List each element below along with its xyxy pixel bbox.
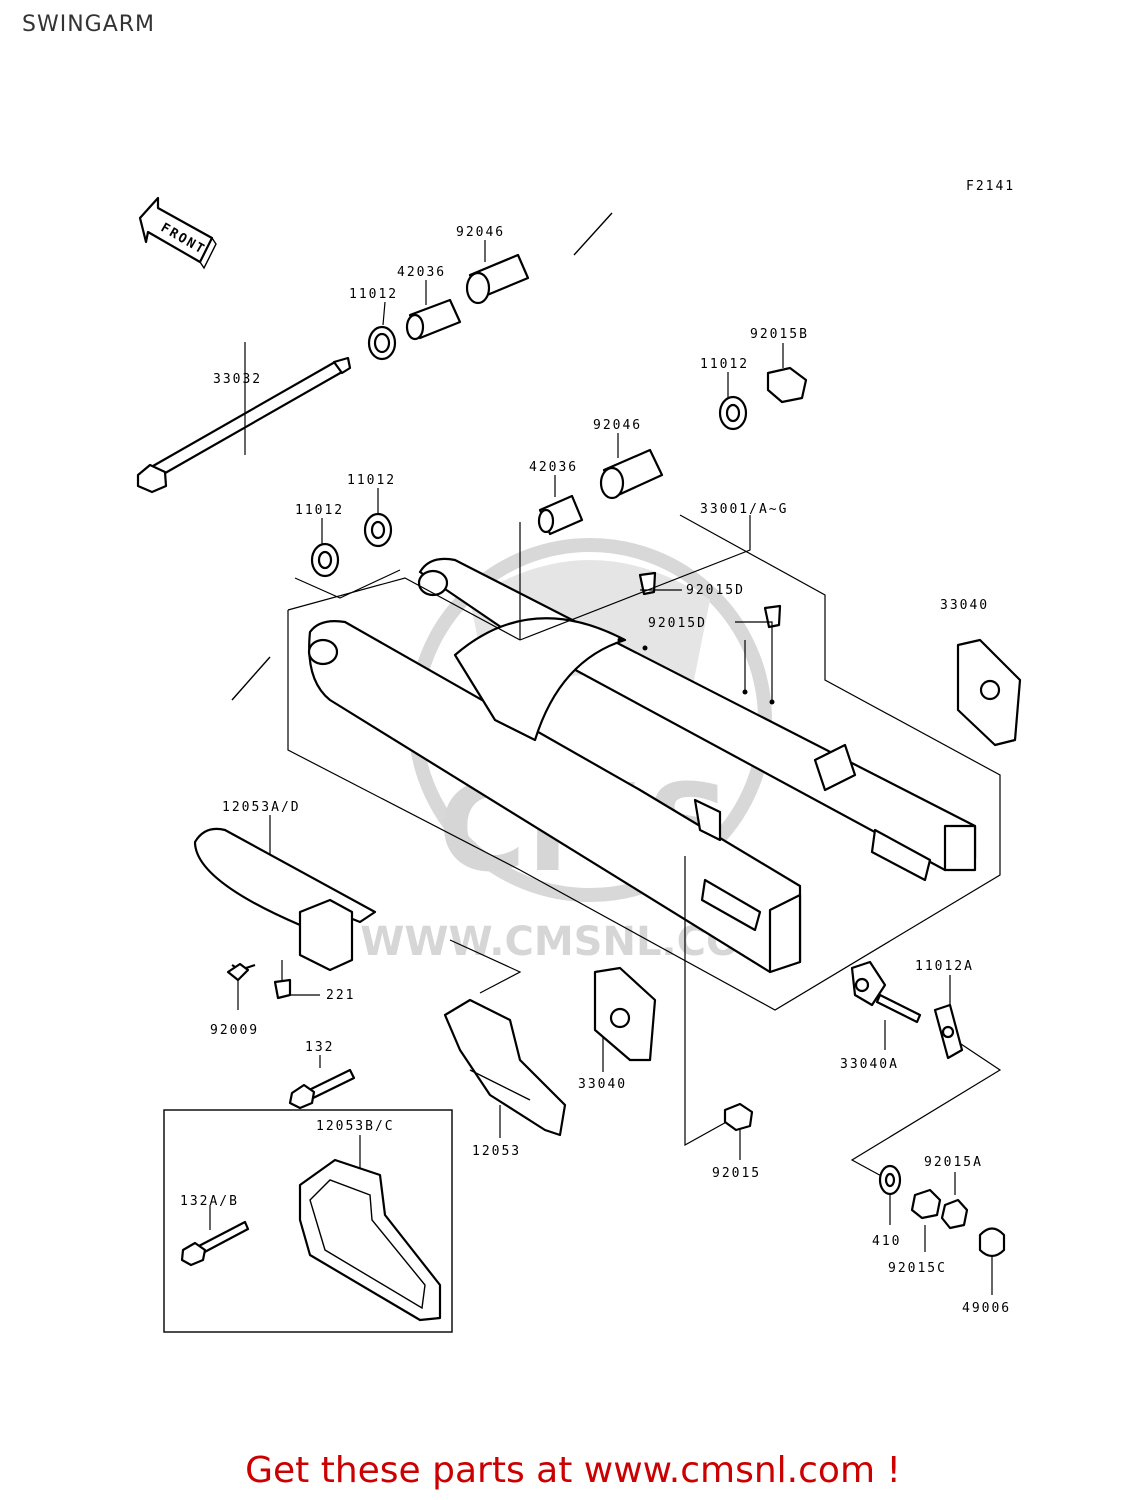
chain-adjuster-bottom-part xyxy=(593,966,657,1062)
swingarm-body-part xyxy=(307,557,977,974)
inset-box xyxy=(163,1109,453,1333)
label-11012-top: 11012 xyxy=(349,287,398,302)
label-92015d-2: 92015D xyxy=(648,616,707,631)
label-33040-bottom: 33040 xyxy=(578,1077,627,1092)
label-33040-right: 33040 xyxy=(940,598,989,613)
top-bearing-parts xyxy=(310,253,808,578)
label-92015: 92015 xyxy=(712,1166,761,1181)
label-12053ad: 12053A/D xyxy=(222,800,301,815)
label-221: 221 xyxy=(326,988,355,1003)
label-11012-right: 11012 xyxy=(700,357,749,372)
label-49006: 49006 xyxy=(962,1301,1011,1316)
nut-92015-part xyxy=(723,1102,754,1132)
pivot-shaft-part xyxy=(136,356,352,494)
part-labels: 92046 42036 11012 33032 92015B 11012 920… xyxy=(180,225,1011,1316)
label-92009: 92009 xyxy=(210,1023,259,1038)
label-42036-top: 42036 xyxy=(397,265,446,280)
label-92015a: 92015A xyxy=(924,1155,983,1170)
cta-link[interactable]: Get these parts at www.cmsnl.com ! xyxy=(245,1450,901,1491)
label-11012-mid2: 11012 xyxy=(295,503,344,518)
figure-code: F2141 xyxy=(966,179,1015,194)
chain-adjuster-right-part xyxy=(956,638,1022,747)
chain-guide-part xyxy=(193,827,377,1000)
hardware-group-part xyxy=(878,1164,1006,1258)
label-410: 410 xyxy=(872,1234,901,1249)
label-132: 132 xyxy=(305,1040,334,1055)
chain-slider-part xyxy=(443,998,567,1137)
bolt-132-part xyxy=(288,1068,356,1110)
label-11012-mid1: 11012 xyxy=(347,473,396,488)
label-12053: 12053 xyxy=(472,1144,521,1159)
label-92046-mid: 92046 xyxy=(593,418,642,433)
label-132ab: 132A/B xyxy=(180,1194,239,1209)
label-33032: 33032 xyxy=(213,372,262,387)
chain-adjuster-bolt-part xyxy=(850,960,964,1060)
label-33040a: 33040A xyxy=(840,1057,899,1072)
swingarm-parts-diagram: CMS WWW.CMSNL.COM FRONT F2141 xyxy=(136,179,1022,1333)
page-title: SWINGARM xyxy=(22,12,156,37)
label-92015b: 92015B xyxy=(750,327,809,342)
label-92046-top: 92046 xyxy=(456,225,505,240)
callout-lines xyxy=(209,240,1002,1295)
label-92015c: 92015C xyxy=(888,1261,947,1276)
label-92015d-1: 92015D xyxy=(686,583,745,598)
label-11012a: 11012A xyxy=(915,959,974,974)
label-12053bc: 12053B/C xyxy=(316,1119,395,1134)
label-42036-mid: 42036 xyxy=(529,460,578,475)
front-arrow-icon: FRONT xyxy=(138,196,217,270)
label-33001: 33001/A~G xyxy=(700,502,788,517)
